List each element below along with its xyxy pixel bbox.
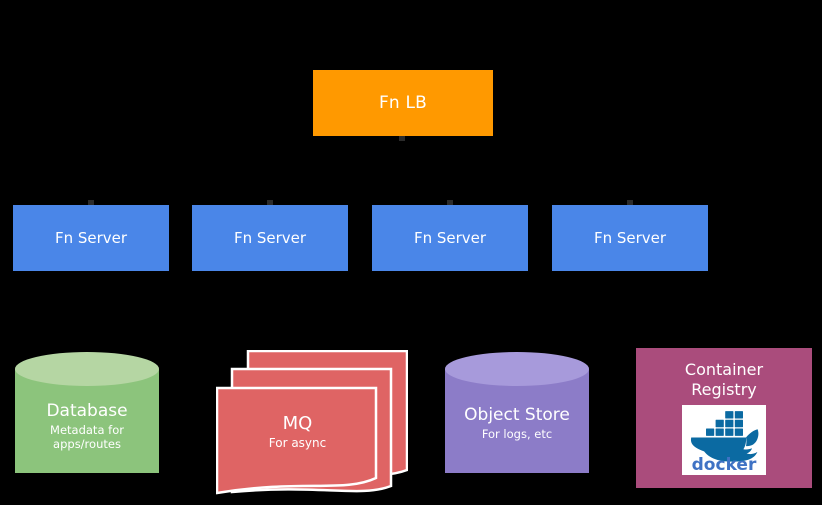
database-cylinder-top [15, 352, 159, 386]
mq-text-group: MQ For async [216, 414, 379, 451]
fn-lb-label: Fn LB [378, 92, 428, 113]
message-queue-node[interactable]: MQ For async [216, 350, 408, 495]
mq-subtitle: For async [268, 435, 327, 450]
object-store-node[interactable]: Object Store For logs, etc [445, 352, 589, 490]
fn-server-label-2: Fn Server [233, 228, 307, 247]
server-3-connector-stub [447, 200, 453, 205]
container-registry-node[interactable]: Container Registry [636, 348, 812, 488]
fn-server-node-3[interactable]: Fn Server [372, 205, 528, 271]
fn-server-label-3: Fn Server [413, 228, 487, 247]
object-store-cylinder-bottom [445, 439, 589, 473]
database-title: Database [46, 401, 128, 421]
container-registry-title-line-1: Container [684, 360, 764, 379]
database-subtitle-line-1: Metadata for [50, 422, 124, 437]
server-2-connector-stub [267, 200, 273, 205]
database-subtitle-line-2: apps/routes [53, 436, 121, 451]
object-store-text-group: Object Store For logs, etc [445, 405, 589, 441]
object-store-title: Object Store [464, 405, 570, 425]
mq-title: MQ [282, 413, 313, 434]
container-registry-title-line-2: Registry [691, 379, 757, 399]
fn-server-label-4: Fn Server [593, 228, 667, 247]
object-store-subtitle: For logs, etc [481, 426, 553, 441]
object-store-cylinder-top [445, 352, 589, 386]
server-1-connector-stub [88, 200, 94, 205]
fn-server-node-2[interactable]: Fn Server [192, 205, 348, 271]
fn-server-node-1[interactable]: Fn Server [13, 205, 169, 271]
fn-load-balancer-node[interactable]: Fn LB [313, 70, 493, 136]
fn-server-label-1: Fn Server [54, 228, 128, 247]
fn-server-node-4[interactable]: Fn Server [552, 205, 708, 271]
server-4-connector-stub [627, 200, 633, 205]
mq-stack-shape [216, 350, 408, 495]
database-node[interactable]: Database Metadata for apps/routes [15, 352, 159, 490]
docker-whale-icon: docker [690, 411, 759, 473]
docker-logo-icon: docker [682, 405, 766, 476]
docker-wordmark: docker [692, 455, 757, 473]
lb-connector-stub [399, 136, 405, 141]
database-text-group: Database Metadata for apps/routes [15, 401, 159, 451]
database-cylinder-bottom [15, 439, 159, 473]
